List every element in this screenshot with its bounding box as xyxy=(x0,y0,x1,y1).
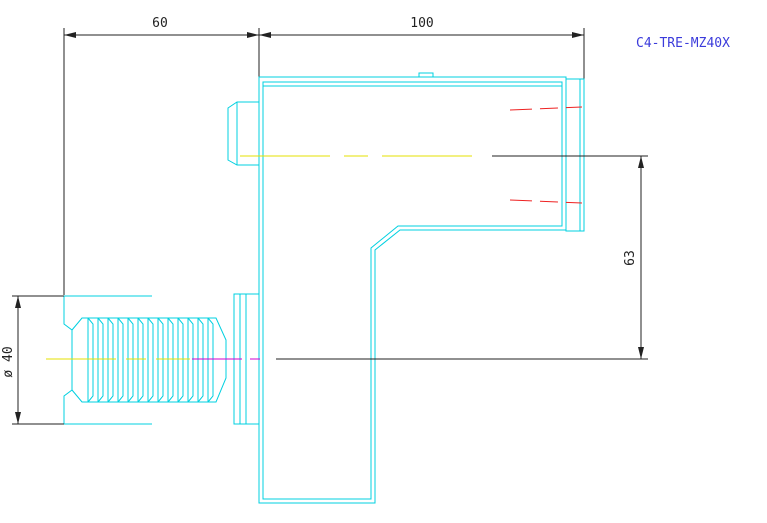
thread-tooth xyxy=(127,317,134,403)
top-nub xyxy=(418,72,434,78)
dimension-60: 60 xyxy=(63,16,260,295)
arrow-head xyxy=(247,32,259,38)
thread-tooth xyxy=(197,317,204,403)
thread-tooth xyxy=(87,317,94,403)
body-outline-outer xyxy=(258,76,567,504)
shank-left-end xyxy=(63,296,73,424)
thread-tooth xyxy=(147,317,154,403)
thread-tooth xyxy=(207,317,214,403)
arrow-head xyxy=(15,412,21,424)
part-number-label: C4-TRE-MZ40X xyxy=(636,36,730,51)
thread-teeth xyxy=(87,317,214,403)
tool-holder-outline xyxy=(63,72,585,504)
dimension-text-60: 60 xyxy=(152,16,168,31)
thread-tooth xyxy=(117,317,124,403)
dimension-100: 100 xyxy=(259,16,585,80)
arrow-head xyxy=(15,296,21,308)
dimension-diameter-40: ø 40 xyxy=(1,295,64,425)
dimension-63: 63 xyxy=(623,156,644,359)
right-flange xyxy=(565,78,585,232)
dimension-text-diameter-40: ø 40 xyxy=(1,346,16,377)
body-outline-inner xyxy=(262,81,563,500)
thread-tooth xyxy=(97,317,104,403)
thread-tooth xyxy=(177,317,184,403)
arrow-head xyxy=(638,156,644,168)
thread-tooth xyxy=(167,317,174,403)
arrow-head xyxy=(572,32,584,38)
center-lines xyxy=(46,106,648,360)
hidden-line-lower-red xyxy=(509,199,583,204)
arrow-head xyxy=(259,32,271,38)
arrow-head xyxy=(64,32,76,38)
thread-tooth xyxy=(107,317,114,403)
dimension-text-100: 100 xyxy=(410,16,433,31)
thread-tooth xyxy=(137,317,144,403)
hidden-line-upper-red xyxy=(509,106,583,111)
arrow-head xyxy=(638,347,644,359)
thread-tooth xyxy=(157,317,164,403)
dimension-text-63: 63 xyxy=(623,250,638,266)
thread-tooth xyxy=(187,317,194,403)
